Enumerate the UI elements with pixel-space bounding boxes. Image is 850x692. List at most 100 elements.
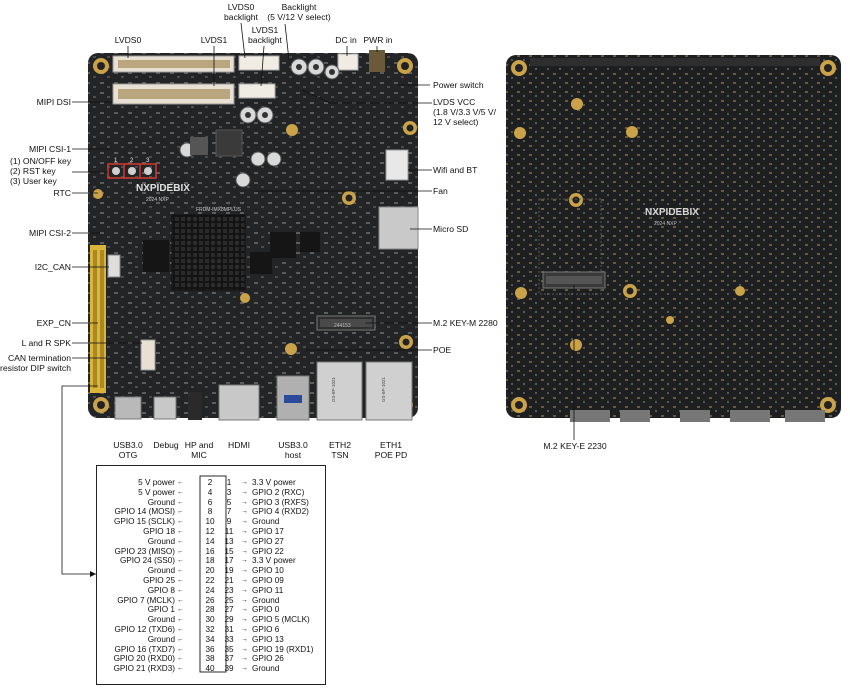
arrow-right-icon: → [241,518,248,526]
arrow-left-icon: ← [177,508,184,516]
label-lvds-vcc: LVDS VCC (1.8 V/3.3 V/5 V/ 12 V select) [433,97,497,127]
pin-left-label: 5 V power [138,487,175,497]
label-keys: (1) ON/OFF key (2) RST key (3) User key [10,156,72,186]
pin-even-number: 14 [205,536,215,546]
arrow-left-icon: ← [177,606,184,614]
pin-right-label: GPIO 17 [252,527,284,536]
pin-even-number: 26 [205,595,215,605]
arrow-left-icon: ← [177,655,184,663]
pin-even-number: 18 [205,556,215,566]
label-rtc: RTC [53,188,71,198]
pin-left-label: Ground [147,634,175,644]
arrow-right-icon: → [241,606,248,614]
label-poe: POE [433,345,452,355]
arrow-right-icon: → [241,567,248,575]
arrow-left-icon: ← [177,547,184,555]
pin-arrow-icon [90,571,96,577]
arrow-left-icon: ← [177,596,184,604]
arrow-right-icon: → [241,498,248,506]
pin-odd-number: 15 [224,546,234,556]
pin-even-number: 24 [205,585,215,595]
arrow-left-icon: ← [177,488,184,496]
pin-right-label: GPIO 09 [252,576,284,585]
pin-left-label: GPIO 20 (RXD0) [113,654,175,664]
pin-odd-number: 3 [226,487,232,497]
m2-chip-text: 244153 [334,323,351,329]
pin-right-label: GPIO 6 [252,625,280,634]
pin-even-number: 32 [205,625,215,634]
pin-left-label: GPIO 16 (TXD7) [114,644,175,654]
label-m2-key-e: M.2 KEY-E 2230 [543,441,607,451]
key-num-1: 1 [114,158,118,164]
pin-odd-number: 21 [224,576,234,585]
pin-odd-number: 9 [226,517,232,527]
pin-left-label: GPIO 21 (RXD3) [113,664,175,674]
back-brand: NXPIDEBIX [645,207,699,218]
arrow-left-icon: ← [177,498,184,506]
label-usb30-host: USB3.0 host [278,440,308,460]
pin-left-label: 5 V power [138,478,175,487]
pin-left-label: GPIO 15 (SCLK) [114,517,175,527]
pin-left-label: GPIO 14 (MOSI) [114,507,175,517]
leader-lines [61,22,575,575]
pin-odd-number: 37 [224,654,234,664]
pin-odd-number: 7 [226,507,232,517]
front-model: FRDM-IMX8MPLUS [196,207,242,213]
pin-right-label: GPIO 11 [252,585,284,595]
arrow-left-icon: ← [177,537,184,545]
label-mipi-csi1: MIPI CSI-1 [28,144,71,154]
arrow-left-icon: ← [177,626,184,633]
pin-left-label: GPIO 12 (TXD6) [114,625,175,634]
pin-right-label: GPIO 3 (RXFS) [252,497,309,507]
pin-right-label: 3.3 V power [252,556,296,566]
arrow-right-icon: → [241,488,248,496]
pin-left-label: Ground [147,566,175,576]
front-brand: NXPIDEBIX [136,183,190,194]
label-i2c-can: I2C_CAN [34,262,71,272]
pin-left-label: Ground [147,497,175,507]
arrow-right-icon: → [241,645,248,653]
label-hp-mic: HP and MIC [184,440,214,460]
pin-even-number: 2 [207,478,213,487]
arrow-left-icon: ← [177,518,184,526]
arrow-left-icon: ← [177,586,184,594]
pin-left-label: GPIO 7 (MCLK) [117,595,175,605]
pin-right-label: GPIO 2 (RXC) [252,487,305,497]
label-fan: Fan [433,186,448,196]
pin-odd-number: 11 [224,527,234,536]
pin-odd-number: 39 [224,664,234,674]
pin-left-label: Ground [147,536,175,546]
label-lvds1-backlight: LVDS1 backlight [248,25,282,45]
label-pwr-in: PWR in [363,35,393,45]
arrow-right-icon: → [241,547,248,555]
label-lvds0-backlight: LVDS0 backlight [224,2,258,22]
pin-odd-number: 5 [226,497,232,507]
pin-right-label: GPIO 4 (RXD2) [252,507,309,517]
arrow-right-icon: → [241,479,248,486]
arrow-right-icon: → [241,586,248,594]
pin-even-number: 16 [205,546,215,556]
pin-odd-number: 35 [224,644,234,654]
label-hdmi: HDMI [228,440,250,450]
label-lvds1: LVDS1 [200,35,228,45]
label-lr-spk: L and R SPK [21,338,71,348]
key-num-2: 2 [130,158,134,164]
pin-odd-number: 19 [224,566,234,576]
label-m2-key-m: M.2 KEY-M 2280 [433,318,498,328]
pin-right-label: GPIO 19 (RXD1) [252,644,314,654]
label-eth2-tsn: ETH2 TSN [329,440,351,460]
pin-even-number: 30 [205,615,215,625]
arrow-left-icon: ← [177,665,184,673]
back-board: NXPIDEBIX 2024 NXP [506,55,841,422]
